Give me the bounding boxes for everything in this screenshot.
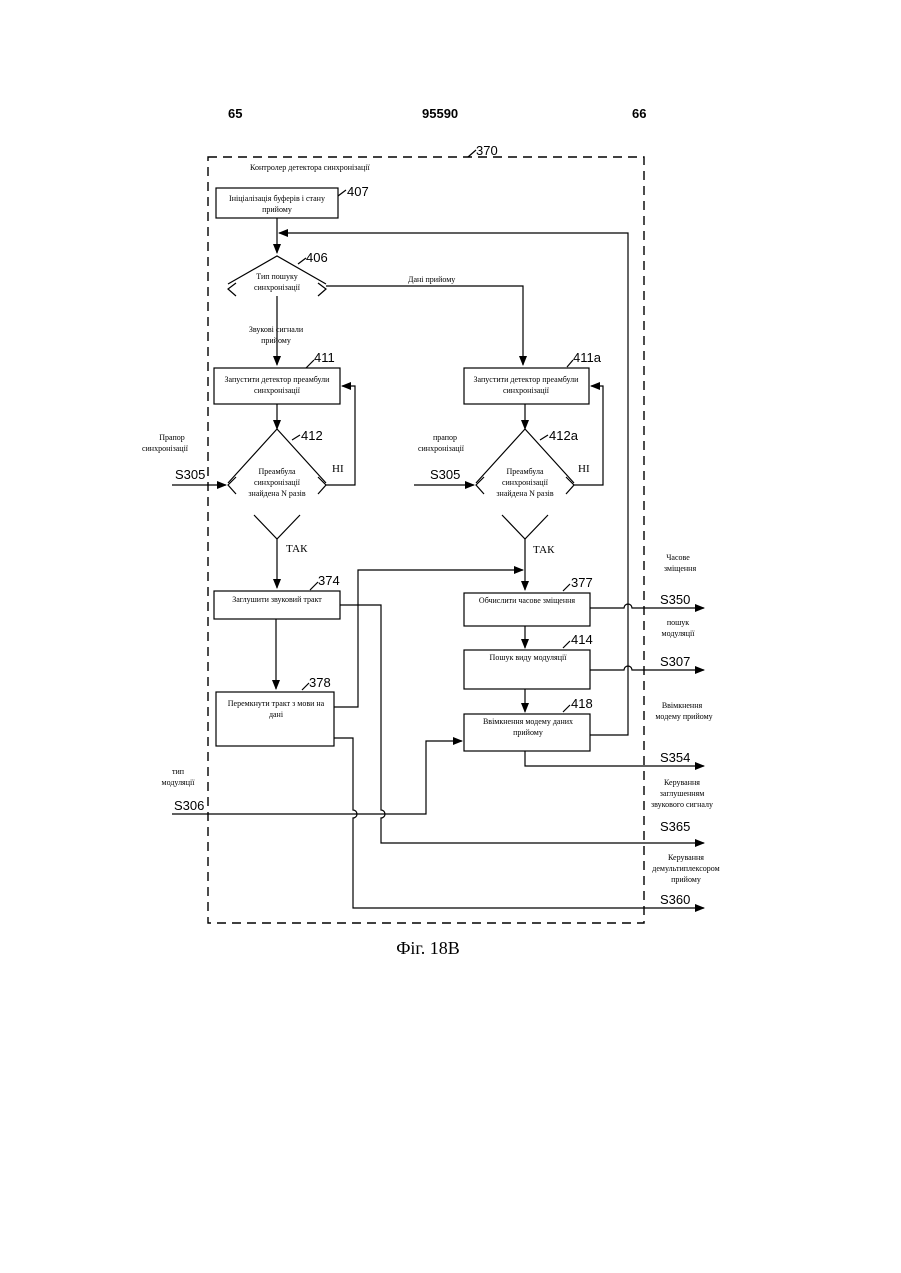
figure-caption: Фіг. 18В: [396, 938, 460, 958]
signal-s360: S360: [660, 892, 690, 907]
block-377-line1: Обчислити часове зміщення: [479, 596, 575, 605]
diamond-412a-left-tick: [476, 477, 484, 494]
block-407-line1: Ініціалізація буферів і стану: [229, 194, 325, 203]
output-time-offset-line1: Часове: [666, 553, 690, 562]
input-flag-left-line1: Прапор: [159, 433, 185, 442]
ref-leader-406: [298, 258, 306, 264]
ref-377: 377: [571, 575, 593, 590]
diamond-406-line2: синхронізації: [254, 283, 301, 292]
block-418-line1: Ввімкнення модему даних: [483, 717, 573, 726]
input-flag-right-line2: синхронізації: [418, 444, 465, 453]
ref-414: 414: [571, 632, 593, 647]
signal-s365: S365: [660, 819, 690, 834]
block-411-line1: Запустити детектор преамбули: [225, 375, 331, 384]
block-378-line2: дані: [269, 710, 284, 719]
diamond-406-right-tick: [318, 283, 326, 296]
ref-leader-377: [563, 584, 570, 591]
branch-yes-right: ТАК: [533, 544, 555, 556]
diamond-412-right-tick: [318, 477, 326, 494]
page-number-left: 65: [228, 106, 242, 121]
block-411a-line2: синхронізації: [503, 386, 550, 395]
ref-378: 378: [309, 675, 331, 690]
document-number: 95590: [422, 106, 458, 121]
block-414-line1: Пошук виду модуляції: [490, 653, 568, 662]
block-407-line2: прийому: [262, 205, 292, 214]
ref-406: 406: [306, 250, 328, 265]
ref-374: 374: [318, 573, 340, 588]
diamond-412-line2: синхронізації: [254, 478, 301, 487]
output-demux-ctrl-line1: Керування: [668, 853, 704, 862]
diamond-412-left-tick: [228, 477, 236, 494]
branch-yes-left: ТАК: [286, 543, 308, 555]
diamond-406-left-tick: [228, 283, 236, 296]
input-flag-left-line2: синхронізації: [142, 444, 189, 453]
input-flag-right-line1: прапор: [433, 433, 457, 442]
output-mod-search-line2: модуляції: [662, 629, 696, 638]
diamond-412a-line1: Преамбула: [507, 467, 544, 476]
ref-370: 370: [476, 143, 498, 158]
signal-s305-left: S305: [175, 467, 205, 482]
output-mod-search-line1: пошук: [667, 618, 689, 627]
output-modem-on-line1: Ввімкнення: [662, 701, 703, 710]
block-411-line2: синхронізації: [254, 386, 301, 395]
output-demux-ctrl-line2: демультиплексором: [652, 864, 719, 873]
diamond-412-bottom: [254, 515, 300, 539]
signal-s350: S350: [660, 592, 690, 607]
ref-leader-370: [468, 150, 476, 157]
output-mute-ctrl-line1: Керування: [664, 778, 700, 787]
ref-leader-414: [563, 641, 570, 648]
input-s306-line: [172, 741, 462, 814]
ref-leader-412a: [540, 435, 548, 440]
diamond-412a-line2: синхронізації: [502, 478, 549, 487]
signal-s305-right: S305: [430, 467, 460, 482]
ref-418: 418: [571, 696, 593, 711]
ref-leader-407: [338, 190, 346, 196]
branch-data-label: Дані прийому: [408, 275, 455, 284]
ref-407: 407: [347, 184, 369, 199]
output-mute-ctrl-line2: заглушенням: [660, 789, 705, 798]
ref-leader-418: [563, 705, 570, 712]
ref-leader-378: [302, 683, 309, 690]
output-modem-on-line2: модему прийому: [655, 712, 712, 721]
branch-no-right: НІ: [578, 463, 590, 475]
diamond-412-line3: знайдена N разів: [248, 489, 305, 498]
diamond-412-line1: Преамбула: [259, 467, 296, 476]
input-mod-type-line1: тип: [172, 767, 185, 776]
output-mute-ctrl-line3: звукового сигналу: [651, 800, 713, 809]
branch-no-left: НІ: [332, 463, 344, 475]
diamond-406-line1: Тип пошуку: [256, 272, 297, 281]
ref-leader-374: [310, 582, 318, 590]
ref-411a: 411a: [573, 350, 602, 365]
ref-412a: 412a: [549, 428, 579, 443]
branch-voice-line1: Звукові сигнали: [249, 325, 304, 334]
ref-411: 411: [314, 350, 335, 365]
signal-s354: S354: [660, 750, 690, 765]
output-time-offset-line2: зміщення: [664, 564, 697, 573]
output-s360-line: [334, 738, 704, 908]
diamond-412a-right-tick: [566, 477, 574, 494]
block-418-line2: прийому: [513, 728, 543, 737]
ref-412: 412: [301, 428, 323, 443]
signal-s307: S307: [660, 654, 690, 669]
diamond-412a-line3: знайдена N разів: [496, 489, 553, 498]
signal-s306: S306: [174, 798, 204, 813]
page-number-right: 66: [632, 106, 646, 121]
diamond-412a-bottom: [502, 515, 548, 539]
ref-leader-412: [292, 435, 300, 440]
arrow-406-411a: [326, 286, 523, 365]
ref-leader-411: [306, 360, 314, 368]
output-demux-ctrl-line3: прийому: [671, 875, 701, 884]
block-378-line1: Перемкнути тракт з мови на: [228, 699, 325, 708]
input-mod-type-line2: модуляції: [162, 778, 196, 787]
block-374-line1: Заглушити звуковий тракт: [232, 595, 322, 604]
controller-label: Контролер детектора синхронізації: [250, 163, 370, 172]
block-411a-line1: Запустити детектор преамбули: [474, 375, 580, 384]
branch-voice-line2: прийому: [261, 336, 291, 345]
